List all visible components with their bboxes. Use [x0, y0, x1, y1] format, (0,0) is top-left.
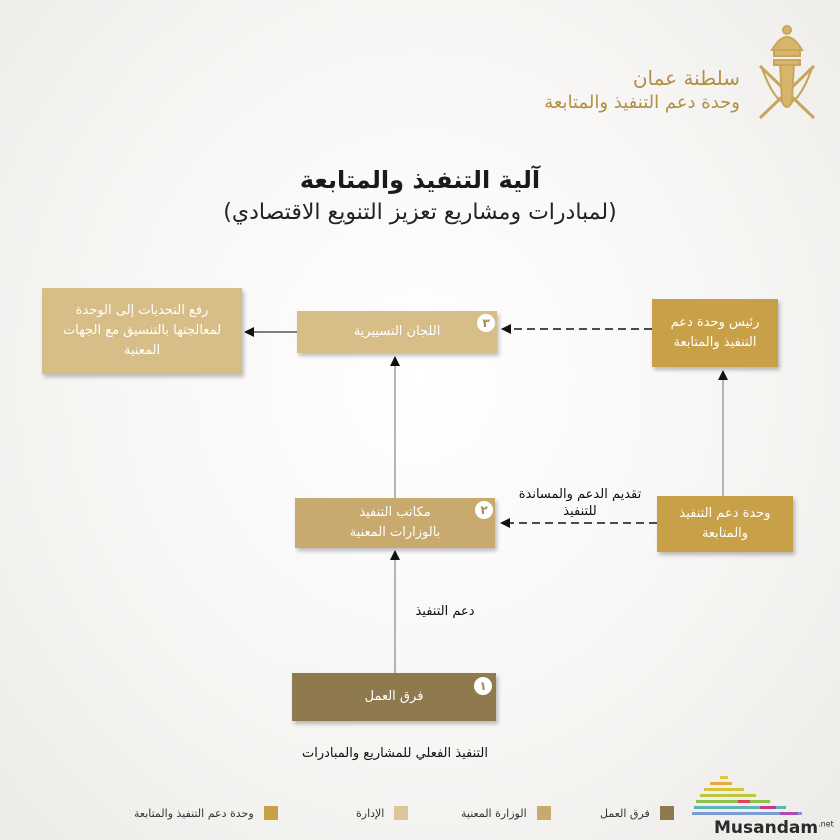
legend-item-unit: وحدة دعم التنفيذ والمتابعة	[134, 806, 278, 820]
legend-item-ministry: الوزارة المعنية	[461, 806, 551, 820]
support-label-line2: للتنفيذ	[563, 503, 597, 519]
work-teams-label: فرق العمل	[364, 688, 424, 704]
legend-swatch-ministry	[536, 806, 551, 820]
legend-swatch-management	[394, 806, 409, 820]
legend-label-teams: فرق العمل	[600, 806, 650, 820]
legend-label-management: الإدارة	[356, 806, 385, 820]
support-unit-label: وحدة دعم التنفيذ والمتابعة	[679, 505, 771, 541]
legend-swatch-unit	[263, 806, 278, 820]
musandam-logo-icon	[692, 776, 802, 815]
legend-swatch-teams	[659, 806, 674, 820]
challenges-label: رفع التحديات إلى الوحدة لمعالجتها بالتنس…	[62, 302, 222, 359]
implementation-support-label: دعم التنفيذ	[415, 604, 475, 619]
badge-2: ٢	[475, 501, 493, 519]
offices-label-line2: بالوزارات المعنية	[349, 525, 441, 540]
work-teams-box: فرق العمل	[292, 673, 496, 721]
implementation-offices-box: مكاتب التنفيذ بالوزارات المعنية	[295, 498, 495, 548]
brand-name: Musandam.net	[714, 818, 834, 838]
legend-item-teams: فرق العمل	[600, 806, 674, 820]
page-subtitle: (لمبادرات ومشاريع تعزيز التنويع الاقتصاد…	[223, 200, 617, 225]
challenges-box: رفع التحديات إلى الوحدة لمعالجتها بالتنس…	[42, 288, 242, 374]
support-unit-box: وحدة دعم التنفيذ والمتابعة	[657, 496, 793, 552]
steering-committees-box: اللجان التسييرية	[297, 311, 497, 353]
steering-committees-label: اللجان التسييرية	[353, 323, 441, 339]
legend-item-management: الإدارة	[356, 806, 409, 820]
actual-implementation-label: التنفيذ الفعلي للمشاريع والمبادرات	[301, 746, 489, 761]
legend-label-unit: وحدة دعم التنفيذ والمتابعة	[134, 806, 254, 820]
support-label-line1: تقديم الدعم والمساندة	[518, 487, 642, 502]
header-title: سلطنة عمان	[632, 66, 740, 90]
badge-3: ٣	[477, 314, 495, 332]
offices-label-line1: مكاتب التنفيذ	[359, 504, 431, 520]
page-title: آلية التنفيذ والمتابعة	[299, 166, 541, 194]
support-label: تقديم الدعم والمساندة للتنفيذ	[500, 487, 660, 521]
oman-emblem-icon	[758, 25, 816, 120]
brand-suffix: .net	[818, 819, 834, 829]
badge-1: ١	[474, 677, 492, 695]
brand-name-text: Musandam	[714, 818, 819, 838]
head-unit-label: رئيس وحدة دعم التنفيذ والمتابعة	[670, 314, 760, 350]
header-subtitle: وحدة دعم التنفيذ والمتابعة	[544, 92, 740, 113]
legend-label-ministry: الوزارة المعنية	[461, 806, 527, 820]
head-unit-box: رئيس وحدة دعم التنفيذ والمتابعة	[652, 299, 778, 367]
